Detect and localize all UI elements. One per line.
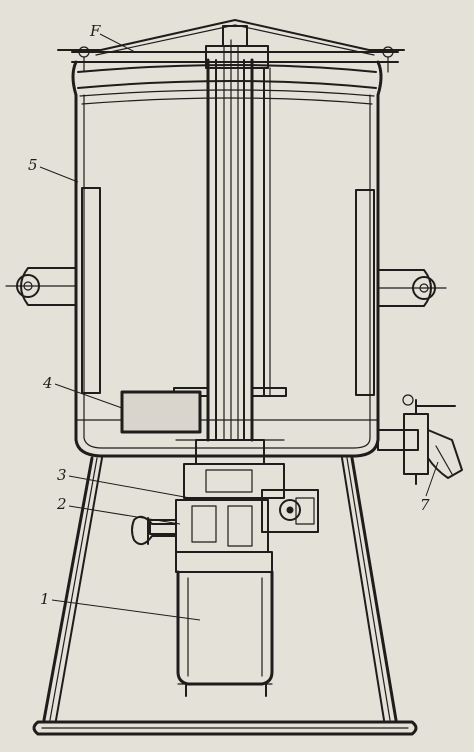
lid-clamp-right	[369, 46, 405, 73]
lid	[71, 19, 399, 63]
stand	[32, 456, 418, 736]
svg-text:7: 7	[420, 496, 430, 514]
svg-text:3: 3	[57, 466, 67, 484]
motor	[175, 551, 274, 697]
side-lug-left	[5, 267, 77, 306]
callout-2: 2	[56, 495, 181, 525]
svg-text:4: 4	[42, 374, 53, 392]
side-panel-right	[355, 189, 375, 396]
side-panel-left	[81, 187, 101, 394]
callout-5: 5	[28, 156, 79, 183]
motor-mount	[131, 499, 269, 553]
callout-7: 7	[420, 461, 439, 514]
gearbox	[183, 439, 319, 533]
tank-body	[71, 60, 383, 458]
side-lug-right	[377, 269, 447, 307]
svg-text:1: 1	[40, 590, 50, 608]
svg-text:5: 5	[28, 156, 38, 174]
drain-tap	[377, 394, 463, 485]
callout-3: 3	[57, 466, 191, 499]
heater-block	[120, 390, 202, 434]
callout-f: F	[89, 22, 136, 53]
svg-text:F: F	[89, 22, 101, 40]
callout-1: 1	[40, 590, 201, 621]
lid-clamp-left	[57, 46, 101, 73]
callout-4: 4	[42, 374, 123, 409]
central-shaft	[173, 39, 287, 442]
svg-text:2: 2	[56, 495, 67, 513]
